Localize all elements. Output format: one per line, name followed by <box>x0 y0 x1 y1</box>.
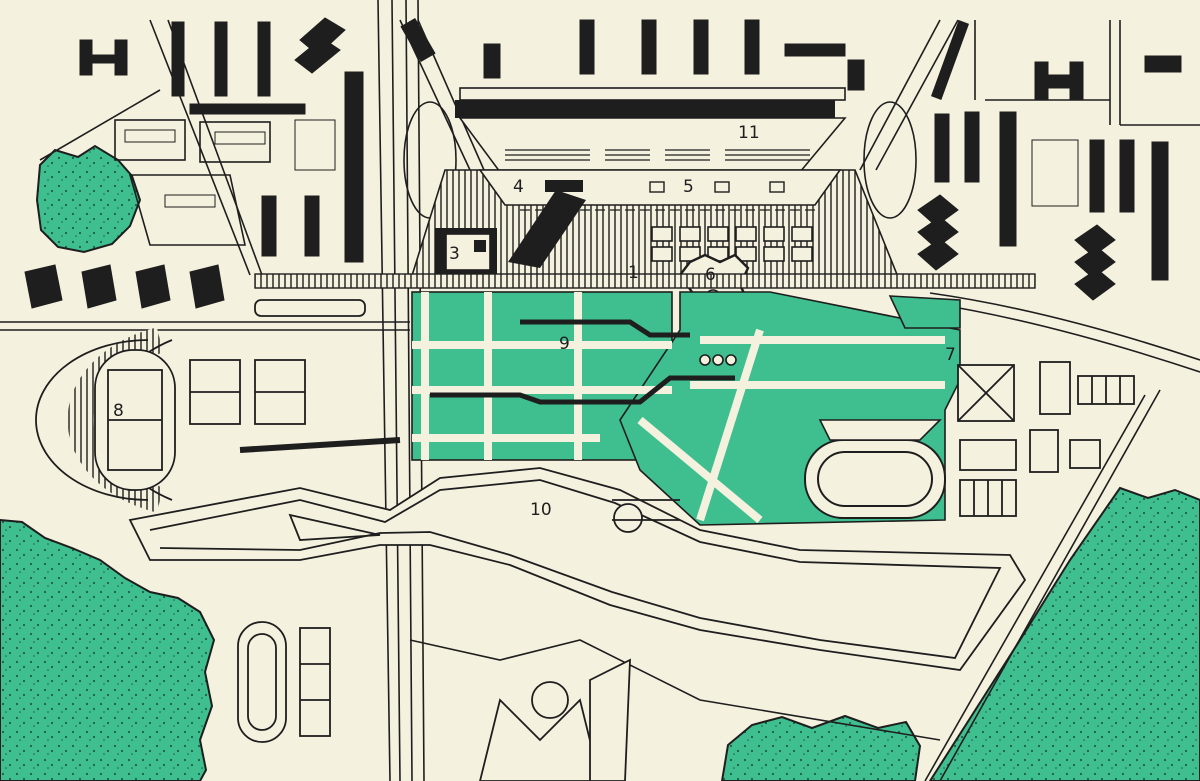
label-1: 1 <box>628 263 639 283</box>
woodland-south-center <box>720 714 922 781</box>
woodlands <box>0 144 1200 781</box>
stadium-track <box>817 451 933 507</box>
label-7: 7 <box>945 345 956 365</box>
building-11-top <box>459 87 846 101</box>
building-2 <box>508 190 586 268</box>
label-4: 4 <box>513 177 524 197</box>
terrace-stairs <box>505 149 810 161</box>
south-sports <box>237 621 631 781</box>
label-5: 5 <box>683 177 694 197</box>
east-block-7 <box>957 361 1135 517</box>
label-3: 3 <box>449 244 460 264</box>
label-8: 8 <box>113 401 124 421</box>
pond-10 <box>128 467 1027 671</box>
pavilion-grid <box>651 226 813 262</box>
label-11: 11 <box>738 123 760 143</box>
building-11-shadow <box>455 100 835 118</box>
central-park <box>411 291 961 526</box>
residential-blocks <box>24 17 1182 309</box>
park-northeast-lawn <box>888 295 961 329</box>
woodland-southwest <box>0 518 216 781</box>
plaza-11-outline <box>458 117 847 173</box>
label-6: 6 <box>705 265 716 285</box>
label-10: 10 <box>530 500 552 520</box>
promenade <box>254 273 1036 289</box>
pond-outer-edge <box>128 467 1027 671</box>
woodland-northwest <box>35 144 142 254</box>
label-9: 9 <box>559 334 570 354</box>
sports-complex-8 <box>35 299 401 513</box>
woodland-southeast <box>928 486 1200 781</box>
map-labels: 1 2 3 4 5 6 7 8 9 10 11 <box>113 123 956 520</box>
label-2: 2 <box>562 196 573 216</box>
